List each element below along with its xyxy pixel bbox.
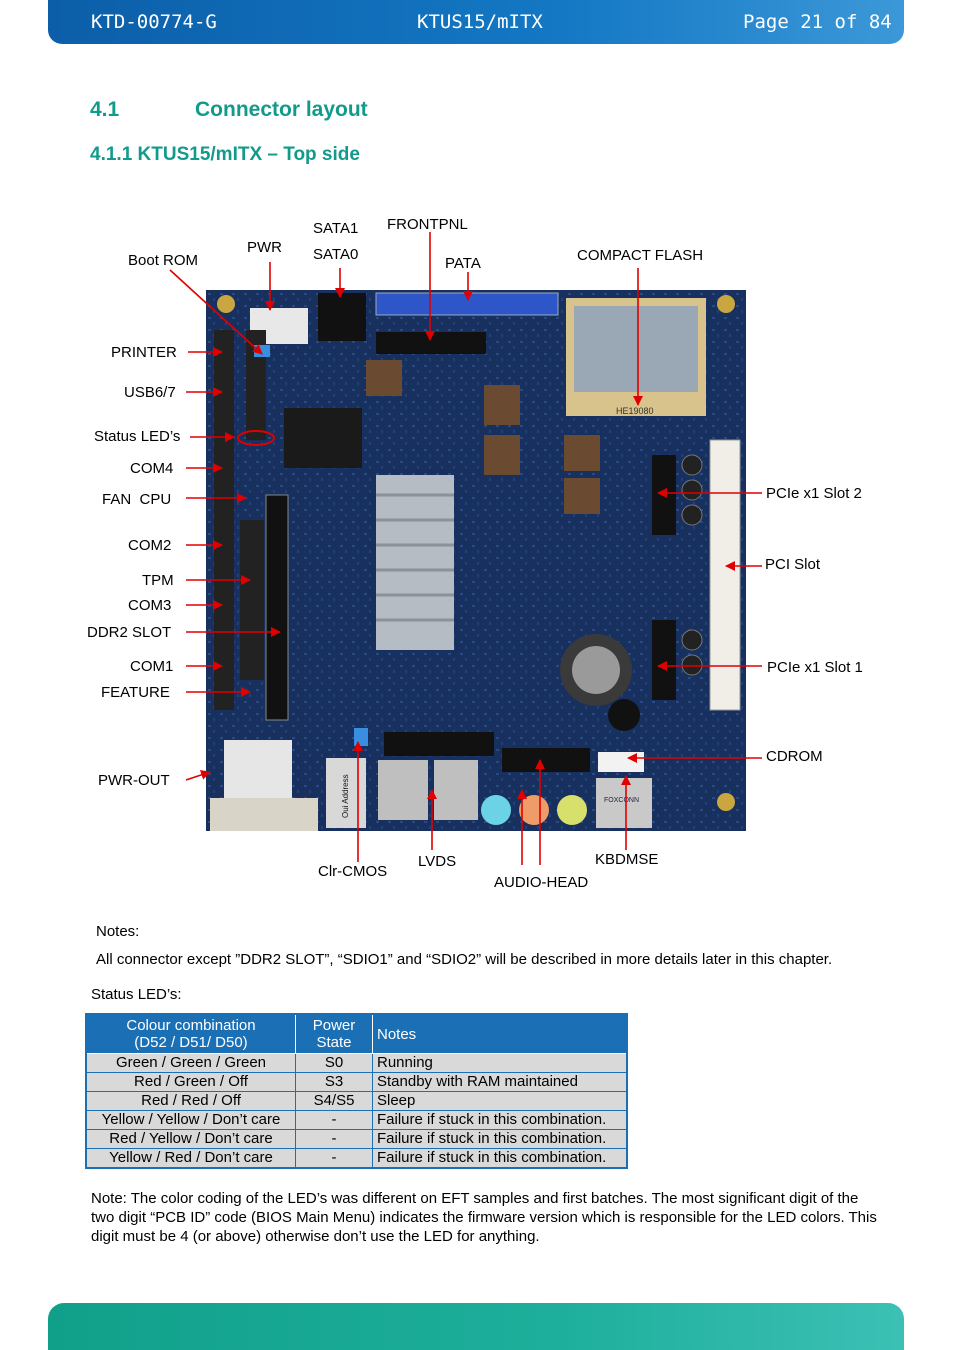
page-number: Page 21 of 84 (743, 11, 892, 33)
label-status-leds: Status LED’s (94, 428, 181, 445)
label-pwr: PWR (247, 239, 282, 256)
doc-id: KTD-00774-G (91, 11, 217, 33)
label-pwr-out: PWR-OUT (98, 772, 170, 789)
label-feature: FEATURE (101, 684, 170, 701)
label-usb67: USB6/7 (124, 384, 176, 401)
label-sata0: SATA0 (313, 246, 359, 263)
label-pcie-slot2: PCIe x1 Slot 2 (766, 485, 862, 502)
label-kbdmse: KBDMSE (595, 851, 659, 868)
label-lvds: LVDS (418, 853, 457, 870)
col-notes: Notes (372, 1013, 628, 1054)
label-boot-rom: Boot ROM (128, 252, 199, 269)
label-ddr2-slot: DDR2 SLOT (87, 624, 172, 641)
label-compact-flash: COMPACT FLASH (577, 247, 704, 264)
table-header-row: Colour combination(D52 / D51/ D50) Power… (85, 1013, 628, 1054)
table-row: Red / Yellow / Don’t care-Failure if stu… (85, 1129, 628, 1149)
oui-label: Oui Address (341, 774, 350, 818)
label-frontpnl: FRONTPNL (387, 216, 468, 233)
label-sata1: SATA1 (313, 220, 359, 237)
label-clr-cmos: Clr-CMOS (318, 863, 388, 880)
page-header: KTD-00774-G KTUS15/mITX Page 21 of 84 (48, 0, 904, 44)
foxconn-label: FOXCONN (604, 797, 639, 804)
table-row: Yellow / Red / Don’t care-Failure if stu… (85, 1148, 628, 1169)
product-name: KTUS15/mITX (417, 11, 543, 33)
final-note: Note: The color coding of the LED’s was … (91, 1190, 877, 1245)
label-com3: COM3 (128, 597, 172, 614)
label-printer: PRINTER (111, 344, 177, 361)
label-com1: COM1 (130, 658, 174, 675)
label-cdrom: CDROM (766, 748, 823, 765)
label-com4: COM4 (130, 460, 174, 477)
subsection-title: 4.1.1 KTUS15/mITX – Top side (90, 144, 360, 165)
col-colour: Colour combination(D52 / D51/ D50) (85, 1013, 296, 1054)
cf-label: HE19080 (616, 406, 654, 416)
table-row: Yellow / Yellow / Don’t care-Failure if … (85, 1110, 628, 1130)
label-pata: PATA (445, 255, 481, 272)
status-led-table: Colour combination(D52 / D51/ D50) Power… (85, 1013, 628, 1169)
board-image: HE19080 Oui Address FOXCONN (206, 290, 746, 831)
label-pci-slot: PCI Slot (765, 556, 821, 573)
label-audio-head: AUDIO-HEAD (494, 874, 589, 891)
status-heading: Status LED’s: (91, 986, 182, 1003)
label-com2: COM2 (128, 537, 172, 554)
notes-heading: Notes: (96, 923, 140, 940)
label-pcie-slot1: PCIe x1 Slot 1 (767, 659, 863, 676)
label-tpm: TPM (142, 572, 174, 589)
notes-text: All connector except ”DDR2 SLOT”, “SDIO1… (96, 951, 833, 968)
label-fan-cpu: FAN CPU (102, 491, 172, 508)
page-footer (48, 1303, 904, 1350)
